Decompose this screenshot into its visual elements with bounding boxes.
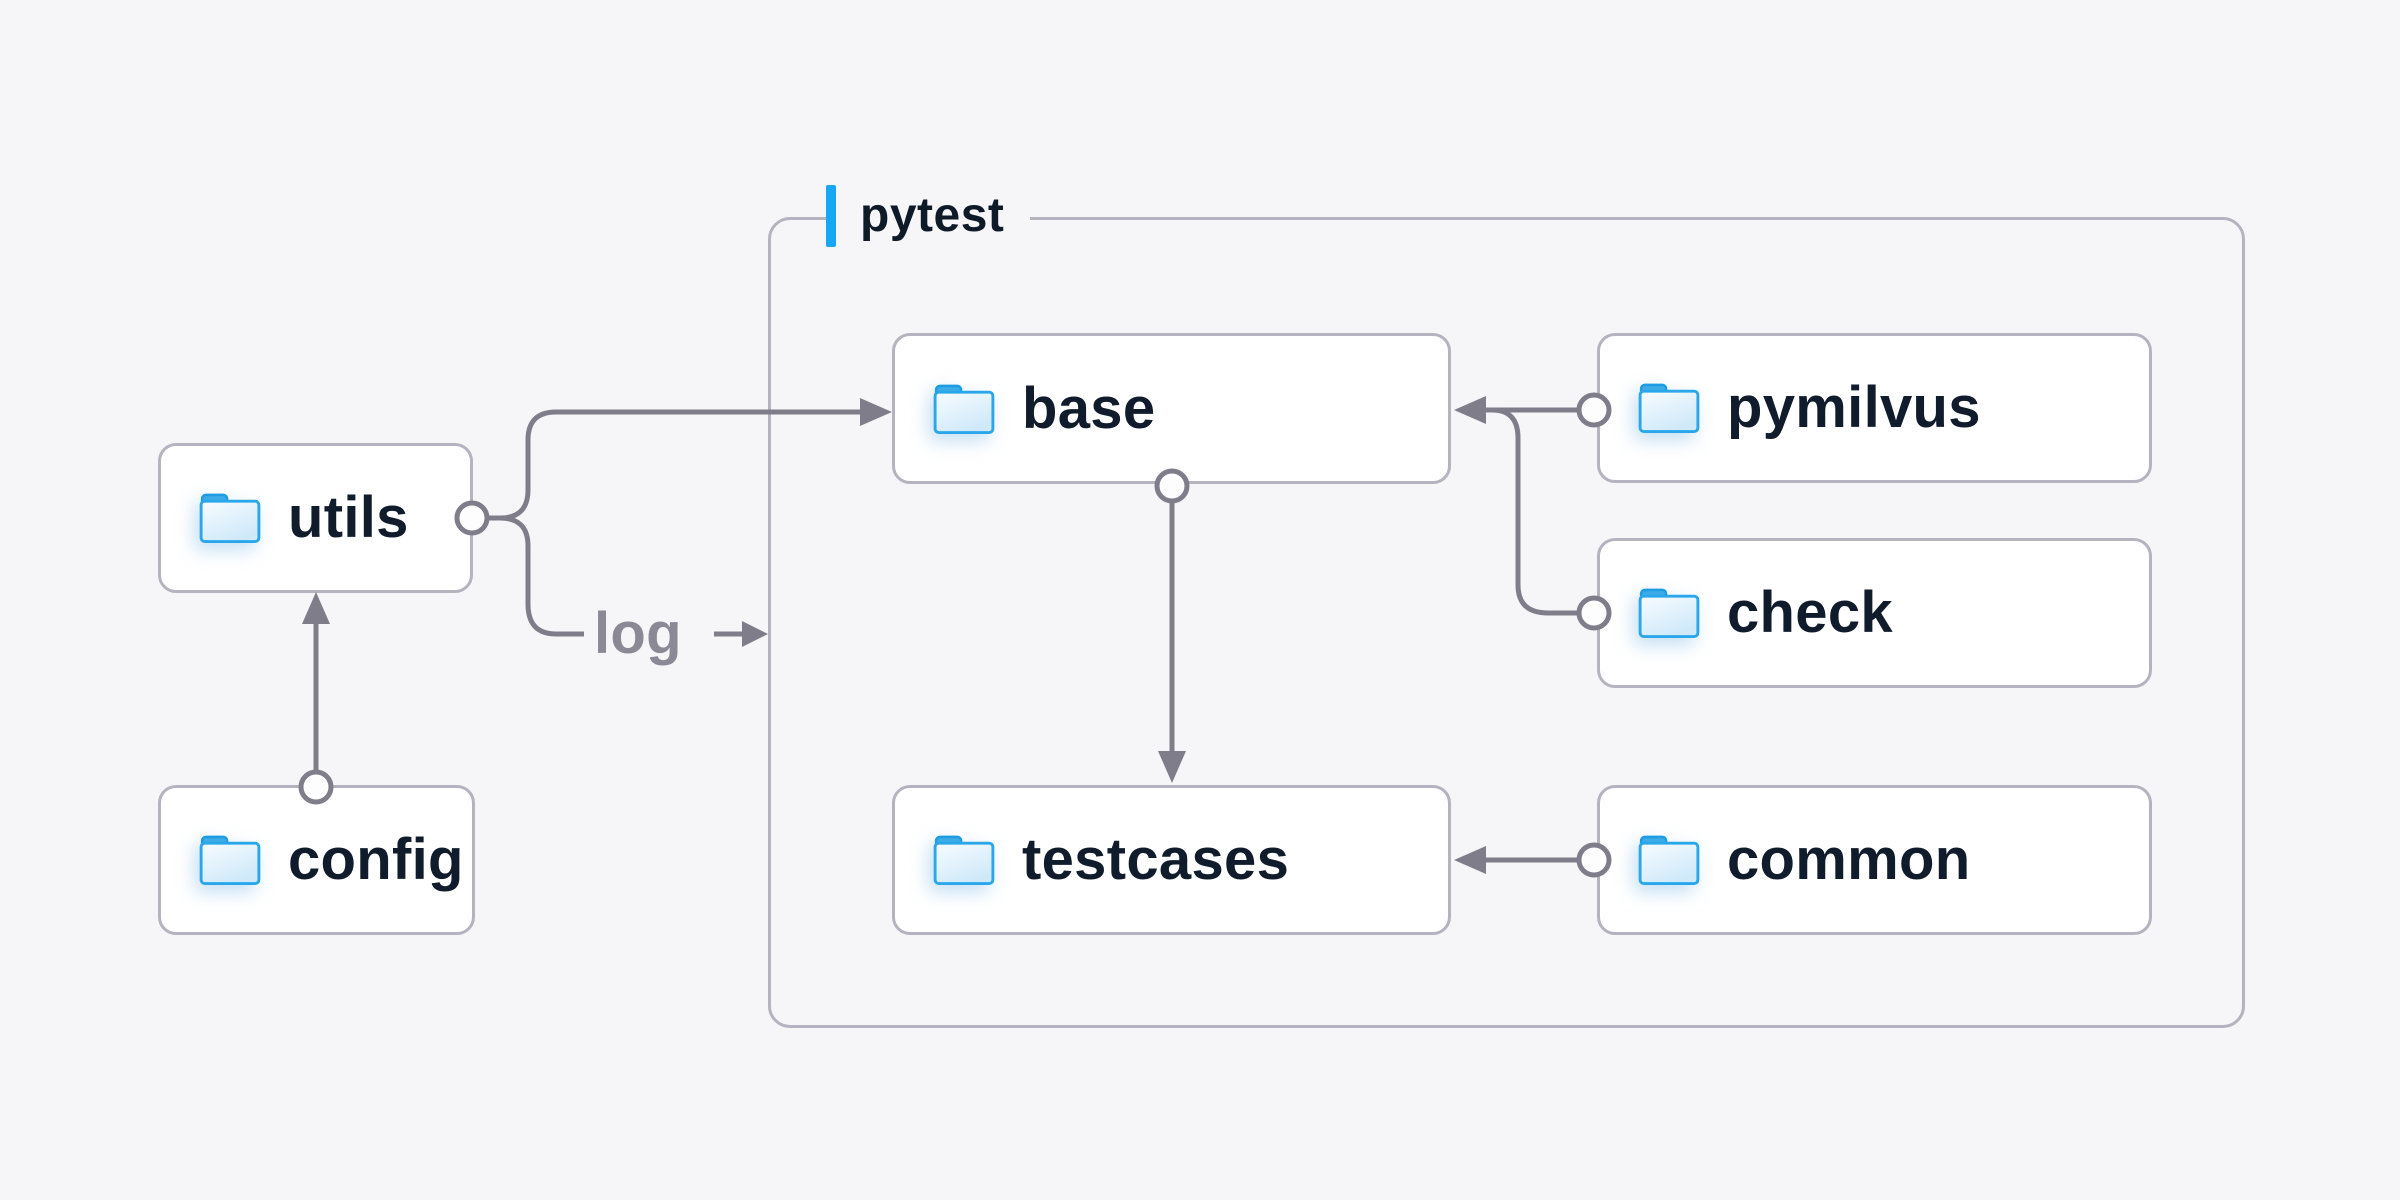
node-label: base [1022, 375, 1156, 441]
folder-icon [1638, 383, 1700, 434]
node-label: utils [288, 485, 409, 550]
node-config: config [158, 785, 475, 935]
node-label: pymilvus [1727, 375, 1981, 440]
edge-label-log: log [594, 601, 682, 666]
node-check: check [1597, 538, 2152, 688]
folder-icon [1638, 588, 1700, 639]
node-label: config [288, 827, 464, 892]
folder-icon [199, 493, 261, 544]
node-label: testcases [1022, 827, 1290, 892]
arrowhead-up [302, 592, 330, 624]
pytest-group-label-text: pytest [860, 189, 1005, 242]
node-pymilvus: pymilvus [1597, 333, 2152, 483]
folder-icon [933, 384, 995, 434]
pytest-group [768, 217, 2245, 1028]
node-utils: utils [158, 443, 473, 593]
arrowhead-right-small [742, 621, 768, 647]
accent-bar [826, 185, 836, 247]
folder-icon [1638, 835, 1700, 886]
node-testcases: testcases [892, 785, 1451, 935]
folder-icon [199, 835, 261, 886]
edge-utils-log-line [499, 515, 584, 637]
node-label: check [1727, 580, 1893, 645]
pytest-group-label: pytest [826, 184, 1031, 248]
node-label: common [1727, 827, 1971, 892]
node-common: common [1597, 785, 2152, 935]
node-base: base [892, 333, 1451, 484]
folder-icon [933, 835, 995, 886]
